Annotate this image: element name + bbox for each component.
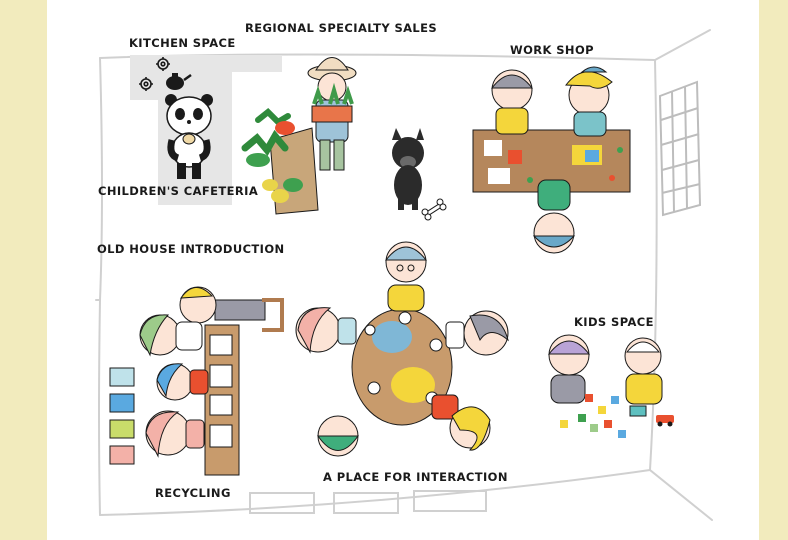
- dog-icon: [392, 128, 424, 210]
- floor-tiles: [249, 490, 487, 514]
- kitchen-floor: [130, 55, 282, 205]
- label-childrens-cafeteria: CHILDREN'S CAFETERIA: [98, 184, 259, 198]
- label-recycling: RECYCLING: [155, 486, 231, 500]
- workshop-table-icon: [472, 129, 631, 193]
- person-icon: [624, 337, 663, 417]
- person-icon: [565, 66, 613, 137]
- panda-icon: [165, 94, 213, 179]
- person-icon: [295, 307, 357, 354]
- person-icon: [490, 69, 534, 135]
- person-icon: [317, 415, 359, 457]
- person-icon: [384, 241, 428, 312]
- round-table-icon: [351, 308, 453, 426]
- bone-icon: [421, 198, 447, 221]
- recycle-box-icon: [109, 367, 135, 465]
- label-kids-space: KIDS SPACE: [574, 315, 654, 329]
- gear-icon: [139, 77, 153, 91]
- toy-blocks-icon: [560, 394, 626, 438]
- person-icon: [156, 363, 209, 401]
- gear-icon: [156, 57, 170, 71]
- label-a-place-for-interaction: A PLACE FOR INTERACTION: [323, 470, 508, 484]
- recycling-table-icon: [204, 324, 240, 476]
- person-icon: [145, 410, 205, 458]
- label-kitchen-space: KITCHEN SPACE: [129, 36, 236, 50]
- person-icon: [431, 394, 491, 451]
- farmer-icon: [307, 57, 357, 171]
- toy-car-icon: [656, 415, 674, 427]
- label-old-house-introduction: OLD HOUSE INTRODUCTION: [97, 242, 285, 256]
- person-icon: [547, 334, 591, 404]
- person-icon: [445, 310, 509, 356]
- teapot-icon: [166, 73, 192, 90]
- person-icon: [139, 314, 203, 357]
- person-icon: [179, 286, 284, 332]
- window-icon: [658, 80, 702, 217]
- vegetable-cart-icon: [241, 107, 319, 215]
- label-regional-specialty-sales: REGIONAL SPECIALTY SALES: [245, 21, 438, 35]
- label-work-shop: WORK SHOP: [510, 43, 594, 57]
- person-icon: [532, 179, 576, 254]
